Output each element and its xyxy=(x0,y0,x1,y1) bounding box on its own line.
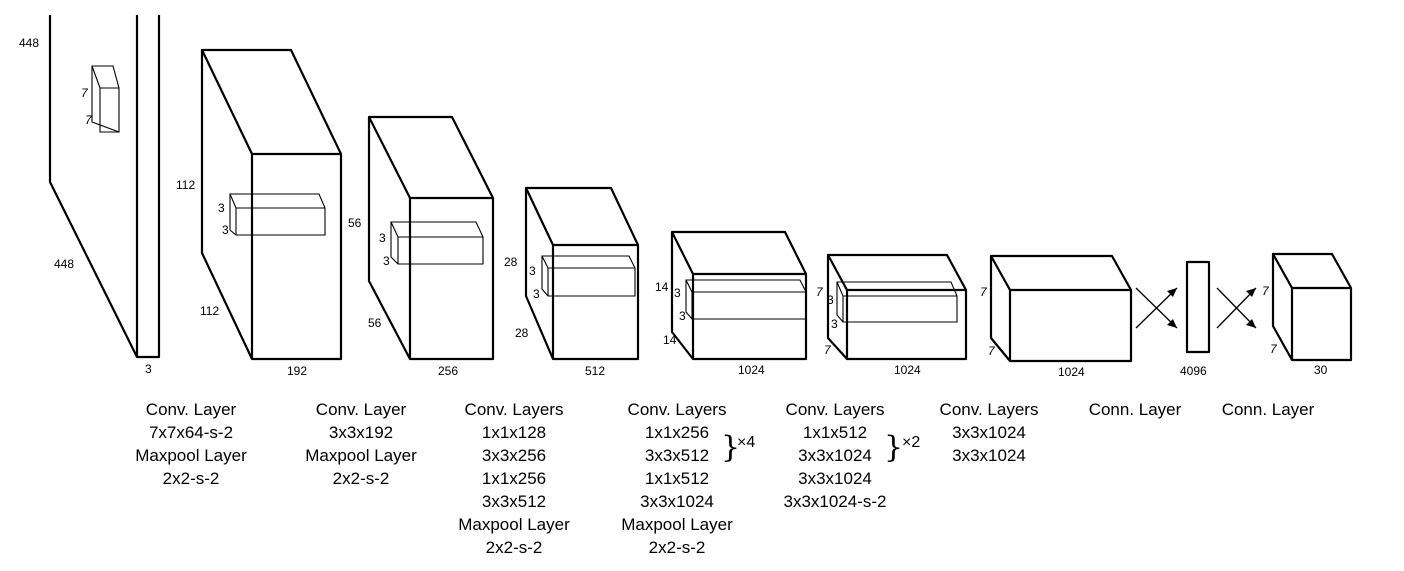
caption-line: 1x1x256 xyxy=(482,469,546,488)
caption-line: 3x3x1024 xyxy=(640,492,714,511)
caption-line: 7x7x64-s-2 xyxy=(149,423,233,442)
stage-2-kernel-label-a: 3 xyxy=(379,231,386,245)
caption-line: Conv. Layer xyxy=(316,400,407,419)
caption-line: Conv. Layers xyxy=(628,400,727,419)
caption-line: Maxpool Layer xyxy=(621,515,733,534)
caption-line: 3x3x1024-s-2 xyxy=(783,492,886,511)
output-channels-label: 30 xyxy=(1314,363,1328,377)
stage-1-kernel-label-a: 3 xyxy=(218,201,225,215)
caption-line: Maxpool Layer xyxy=(458,515,570,534)
stage-6-channels-label: 1024 xyxy=(1058,365,1085,379)
caption-line: Conv. Layers xyxy=(940,400,1039,419)
stage-2-channels-label: 256 xyxy=(438,364,458,378)
stage-6-height-label: 7 xyxy=(980,285,988,299)
fc-layer-4096 xyxy=(1185,260,1211,354)
stage-3-kernel-label-a: 3 xyxy=(529,264,536,278)
volume-56x56x256 xyxy=(367,115,495,361)
caption-line: Conn. Layer xyxy=(1222,400,1315,419)
input-channels-label: 3 xyxy=(145,362,152,376)
caption-line: 3x3x1024 xyxy=(952,446,1026,465)
kernel-box-stage-3 xyxy=(541,255,636,297)
input-volume xyxy=(48,15,161,359)
stage-4-depth-label: 14 xyxy=(663,333,677,347)
stage-4-channels-label: 1024 xyxy=(738,363,765,377)
stage-2-height-label: 56 xyxy=(348,216,362,230)
input-kernel-label-b: 7 xyxy=(85,113,93,127)
caption-line: Conv. Layers xyxy=(465,400,564,419)
stage-3-kernel-label-b: 3 xyxy=(533,287,540,301)
caption-line: Maxpool Layer xyxy=(135,446,247,465)
caption-stage-4: Conv. Layers 1x1x512 3x3x1024 3x3x1024 3… xyxy=(783,400,920,511)
caption-line: 3x3x512 xyxy=(482,492,546,511)
stage-3-depth-label: 28 xyxy=(515,326,529,340)
connection-arrows-2 xyxy=(1216,287,1257,329)
input-depth-label: 448 xyxy=(54,257,74,271)
stage-2-kernel-label-b: 3 xyxy=(383,254,390,268)
stage-1-channels-label: 192 xyxy=(287,364,307,378)
output-height-label: 7 xyxy=(1262,284,1270,298)
caption-stage-1: Conv. Layer 3x3x192 Maxpool Layer 2x2-s-… xyxy=(305,400,417,488)
caption-line: 2x2-s-2 xyxy=(649,538,706,557)
repeat-brace-stage-4: } xyxy=(884,430,903,465)
caption-line: Conv. Layer xyxy=(146,400,237,419)
stage-4-height-label: 14 xyxy=(655,280,669,294)
stage-5-channels-label: 1024 xyxy=(894,363,921,377)
caption-stage-7: Conn. Layer xyxy=(1222,400,1315,419)
caption-stage-3: Conv. Layers 1x1x256 3x3x512 1x1x512 3x3… xyxy=(621,400,755,557)
caption-stage-2: Conv. Layers 1x1x128 3x3x256 1x1x256 3x3… xyxy=(458,400,570,557)
stage-1-height-label: 112 xyxy=(176,178,195,192)
caption-line: 3x3x1024 xyxy=(952,423,1026,442)
caption-line: 3x3x1024 xyxy=(798,469,872,488)
caption-stage-5: Conv. Layers 3x3x1024 3x3x1024 xyxy=(940,400,1039,465)
stage-3-channels-label: 512 xyxy=(585,364,605,378)
stage-5-depth-label: 7 xyxy=(824,343,832,357)
stage-6-depth-label: 7 xyxy=(988,344,996,358)
caption-line: 2x2-s-2 xyxy=(163,469,220,488)
caption-line: Conv. Layers xyxy=(786,400,885,419)
volume-7x7x1024-conv xyxy=(826,253,968,361)
caption-line: 1x1x512 xyxy=(645,469,709,488)
caption-stage-0: Conv. Layer 7x7x64-s-2 Maxpool Layer 2x2… xyxy=(135,400,247,488)
stage-1-depth-label: 112 xyxy=(200,304,219,318)
repeat-count-stage-4: ×2 xyxy=(902,434,920,451)
volume-28x28x512 xyxy=(524,186,640,361)
stage-2-depth-label: 56 xyxy=(368,316,382,330)
repeat-brace-stage-3: } xyxy=(721,430,740,465)
volume-14x14x1024 xyxy=(670,230,808,361)
stage-4-kernel-label-b: 3 xyxy=(679,309,686,323)
stage-5-kernel-label-b: 3 xyxy=(831,317,838,331)
input-kernel-box xyxy=(91,65,120,133)
volume-7x7x1024 xyxy=(989,254,1133,363)
repeat-count-stage-3: ×4 xyxy=(737,434,755,451)
fc-4096-label: 4096 xyxy=(1180,364,1207,378)
stage-4-kernel-label-a: 3 xyxy=(674,286,681,300)
caption-line: 1x1x512 xyxy=(803,423,867,442)
caption-line: Maxpool Layer xyxy=(305,446,417,465)
caption-line: Conn. Layer xyxy=(1089,400,1182,419)
caption-stage-6: Conn. Layer xyxy=(1089,400,1182,419)
caption-line: 3x3x192 xyxy=(329,423,393,442)
stage-1-kernel-label-b: 3 xyxy=(222,223,229,237)
output-depth-label: 7 xyxy=(1270,342,1278,356)
input-height-label: 448 xyxy=(19,36,39,50)
stage-5-kernel-label-a: 3 xyxy=(827,293,834,307)
connection-arrows-1 xyxy=(1135,287,1178,329)
kernel-box-stage-2 xyxy=(390,221,484,265)
caption-line: 2x2-s-2 xyxy=(333,469,390,488)
caption-line: 3x3x512 xyxy=(645,446,709,465)
caption-line: 2x2-s-2 xyxy=(486,538,543,557)
kernel-box-stage-4 xyxy=(685,279,807,320)
output-volume-7x7x30 xyxy=(1271,252,1353,362)
caption-line: 3x3x256 xyxy=(482,446,546,465)
stage-5-height-label: 7 xyxy=(816,285,824,299)
kernel-box-stage-5 xyxy=(836,281,958,323)
caption-line: 1x1x256 xyxy=(645,423,709,442)
volume-112x112x192 xyxy=(200,48,343,361)
caption-line: 1x1x128 xyxy=(482,423,546,442)
caption-line: 3x3x1024 xyxy=(798,446,872,465)
input-kernel-label-a: 7 xyxy=(81,86,89,100)
stage-3-height-label: 28 xyxy=(504,255,518,269)
kernel-box-stage-1 xyxy=(229,193,326,236)
